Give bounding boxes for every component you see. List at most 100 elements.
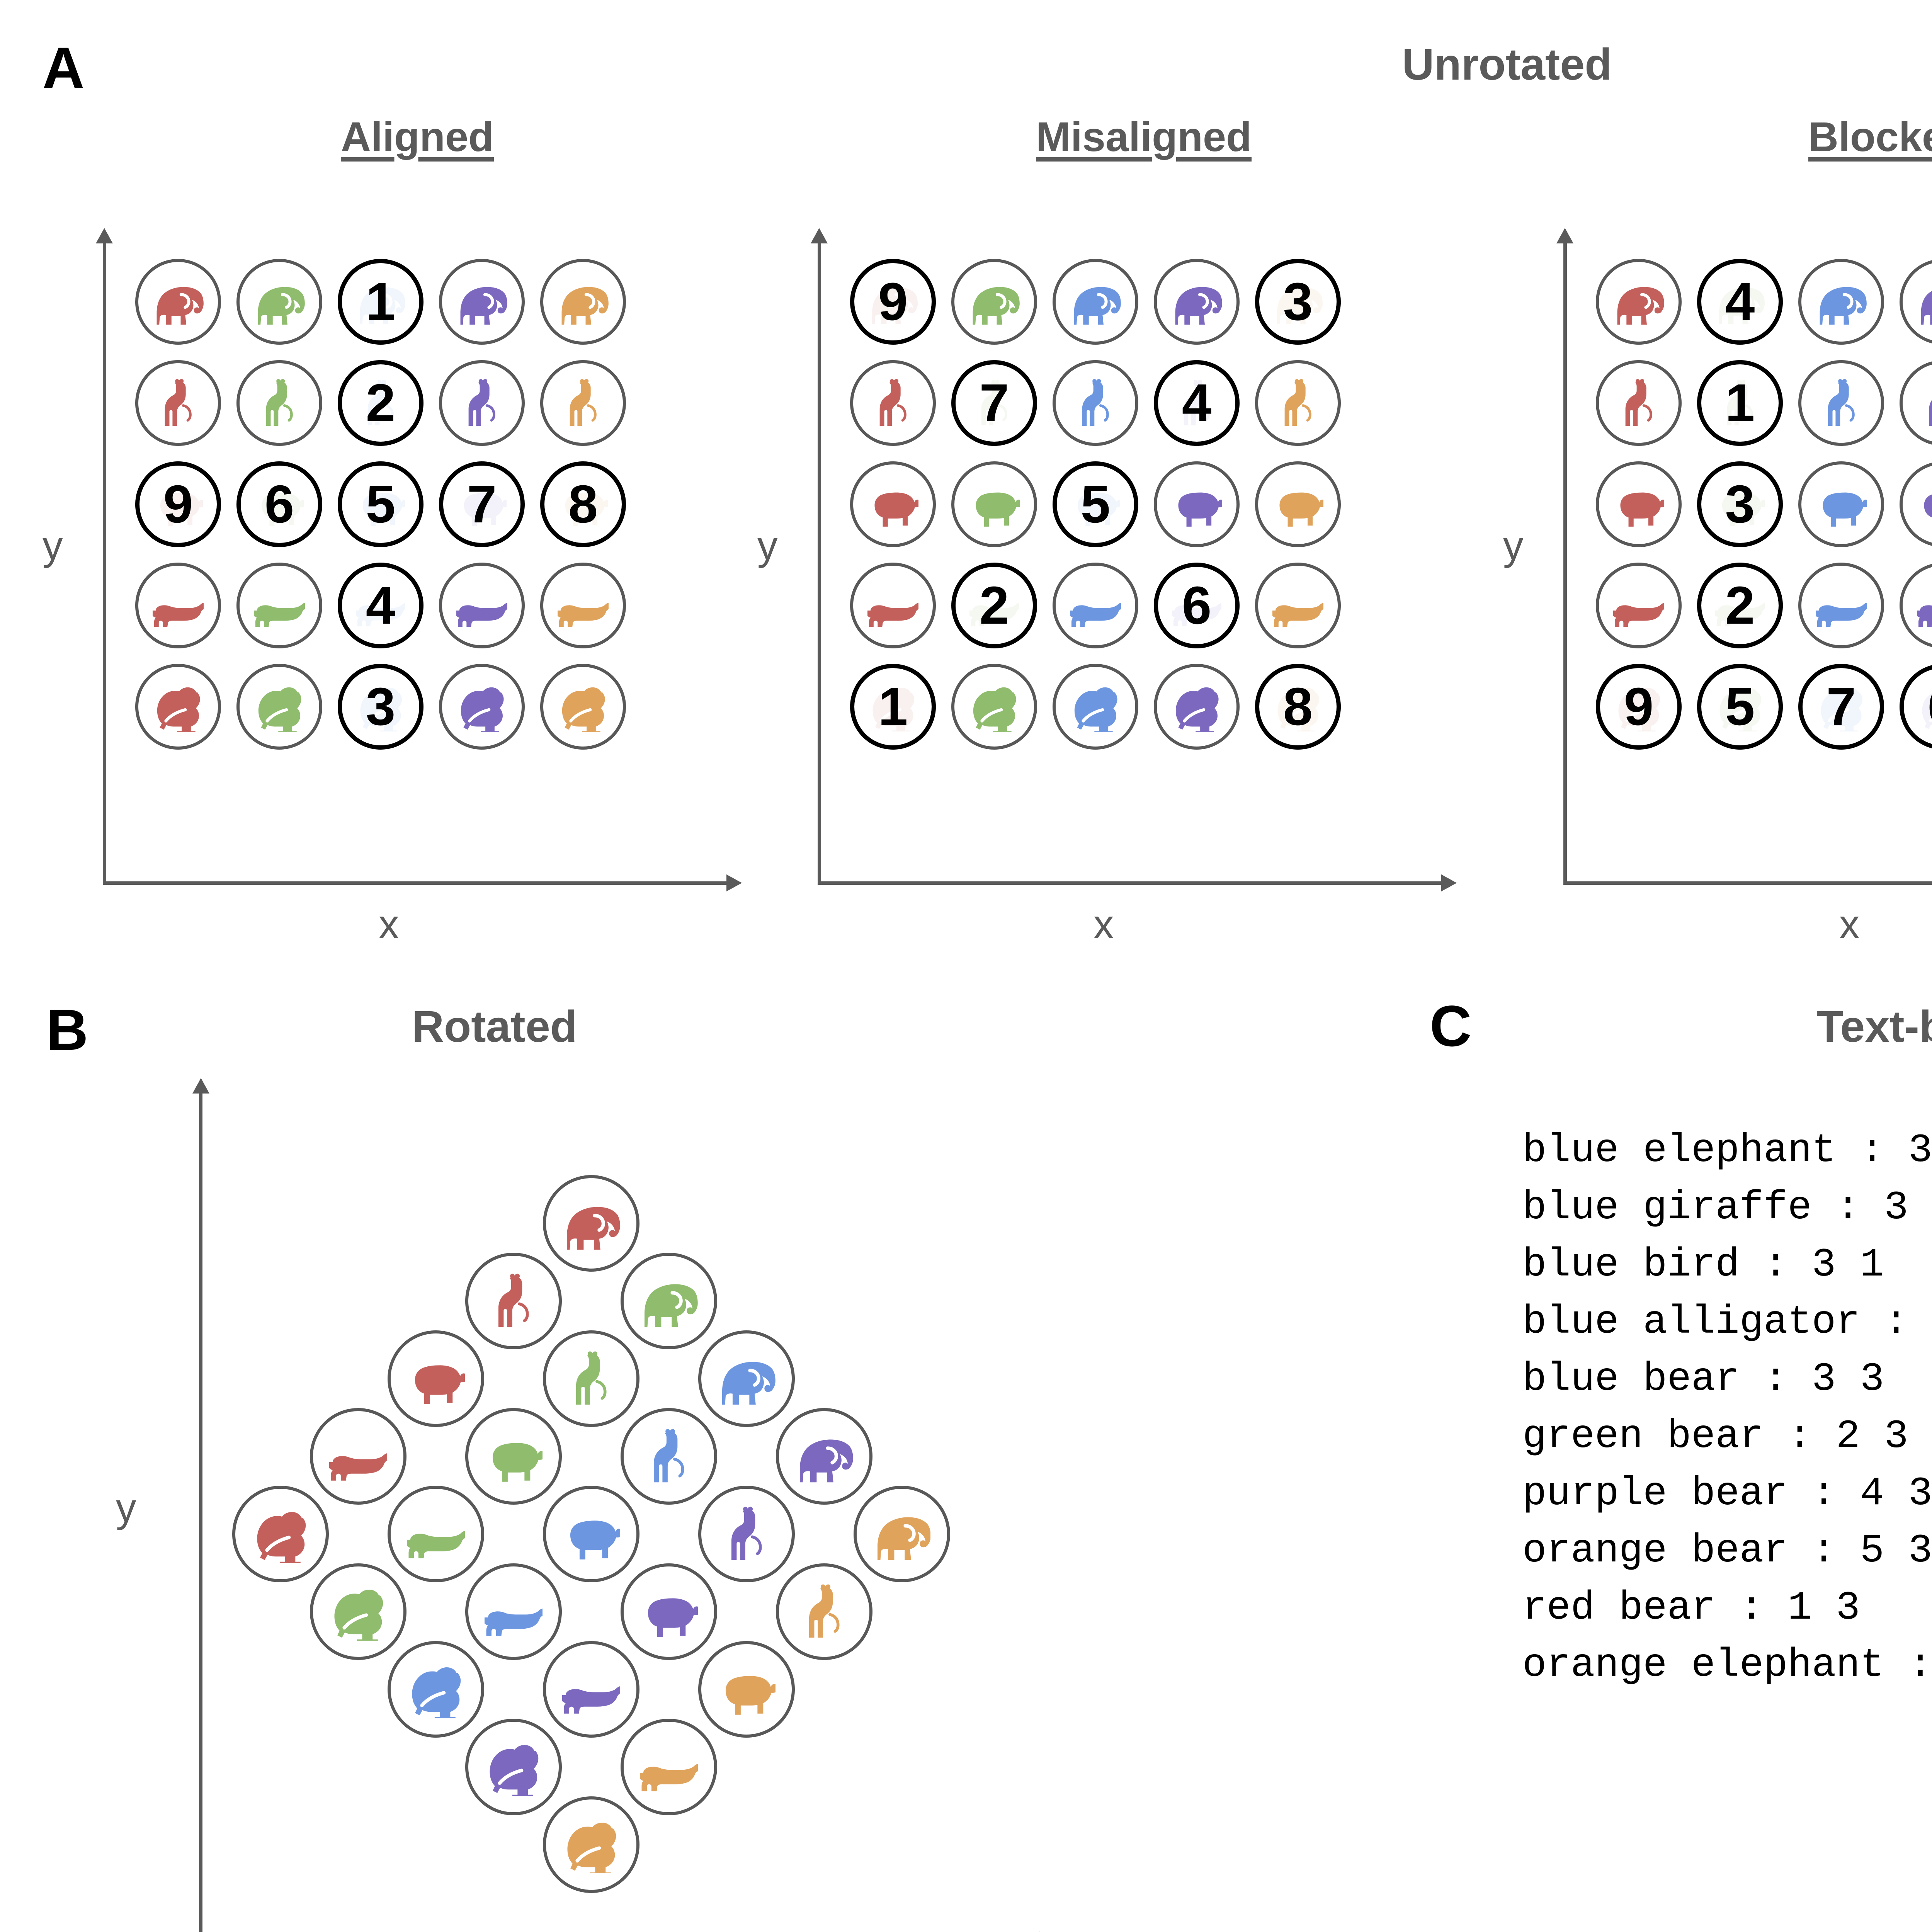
- number-token-7[interactable]: 7: [1798, 664, 1884, 750]
- number-token-2[interactable]: 2: [338, 360, 423, 446]
- rotated-animal-token-blue-giraffe[interactable]: [620, 1408, 717, 1505]
- panel-letter-a: A: [43, 35, 85, 100]
- rotated-animal-token-red-alligator[interactable]: [310, 1408, 407, 1505]
- number-token-9[interactable]: 9: [850, 259, 936, 345]
- number-token-4[interactable]: 4: [338, 563, 423, 648]
- y-axis-arrowhead: [192, 1078, 209, 1094]
- animal-token-orange-giraffe[interactable]: [1255, 360, 1341, 446]
- animal-token-green-bear[interactable]: [951, 461, 1037, 547]
- animal-token-purple-giraffe[interactable]: [439, 360, 525, 446]
- number-token-3[interactable]: 3: [1697, 461, 1783, 547]
- animal-token-red-alligator[interactable]: [1596, 563, 1682, 648]
- number-token-6[interactable]: 6: [1154, 563, 1240, 648]
- rotated-animal-token-purple-elephant[interactable]: [776, 1408, 872, 1505]
- number-token-5[interactable]: 5: [338, 461, 423, 547]
- number-token-3[interactable]: 3: [338, 664, 423, 750]
- animal-token-orange-giraffe[interactable]: [540, 360, 626, 446]
- animal-token-red-giraffe[interactable]: [850, 360, 936, 446]
- animal-token-red-alligator[interactable]: [850, 563, 936, 648]
- rotated-animal-token-purple-bear[interactable]: [620, 1563, 717, 1660]
- rotated-animal-token-blue-alligator[interactable]: [465, 1563, 562, 1660]
- animal-token-blue-elephant[interactable]: [1053, 259, 1138, 345]
- number-token-2[interactable]: 2: [1697, 563, 1783, 648]
- animal-token-purple-elephant[interactable]: [1154, 259, 1240, 345]
- rotated-animal-token-orange-alligator[interactable]: [620, 1718, 717, 1815]
- number-token-9[interactable]: 9: [135, 461, 221, 547]
- animal-token-red-alligator[interactable]: [135, 563, 221, 648]
- rotated-animal-token-orange-bear[interactable]: [698, 1641, 795, 1738]
- animal-token-red-bear[interactable]: [850, 461, 936, 547]
- animal-token-green-giraffe[interactable]: [236, 360, 322, 446]
- animal-token-red-bear[interactable]: [1596, 461, 1682, 547]
- rotated-animal-token-orange-giraffe[interactable]: [776, 1563, 872, 1660]
- rotated-animal-token-red-giraffe[interactable]: [465, 1253, 562, 1350]
- rotated-animal-token-green-bird[interactable]: [310, 1563, 407, 1660]
- rotated-animal-token-red-bear[interactable]: [388, 1330, 485, 1427]
- animal-token-red-elephant[interactable]: [135, 259, 221, 345]
- animal-token-purple-elephant[interactable]: [439, 259, 525, 345]
- animal-token-red-elephant[interactable]: [1596, 259, 1682, 345]
- rotated-animal-token-green-elephant[interactable]: [620, 1253, 717, 1350]
- animal-token-orange-bird[interactable]: [540, 664, 626, 750]
- animal-token-blue-giraffe[interactable]: [1798, 360, 1884, 446]
- condition-title-aligned: Aligned: [341, 113, 494, 160]
- number-token-3[interactable]: 3: [1255, 259, 1341, 345]
- animal-token-blue-bird[interactable]: [1053, 664, 1138, 750]
- animal-token-red-giraffe[interactable]: [135, 360, 221, 446]
- number-token-5[interactable]: 5: [1697, 664, 1783, 750]
- number-token-5[interactable]: 5: [1053, 461, 1138, 547]
- animal-token-green-bird[interactable]: [951, 664, 1037, 750]
- animal-token-blue-alligator[interactable]: [1053, 563, 1138, 648]
- animal-token-green-alligator[interactable]: [236, 563, 322, 648]
- number-token-1[interactable]: 1: [338, 259, 423, 345]
- y-axis-arrowhead: [1556, 228, 1573, 243]
- rotated-animal-token-green-alligator[interactable]: [388, 1486, 485, 1582]
- rotated-animal-token-orange-bird[interactable]: [543, 1796, 639, 1893]
- number-token-2[interactable]: 2: [951, 563, 1037, 648]
- animal-token-purple-bear[interactable]: [1154, 461, 1240, 547]
- number-token-8[interactable]: 8: [540, 461, 626, 547]
- rotated-animal-token-purple-giraffe[interactable]: [698, 1486, 795, 1582]
- x-axis-line: [1563, 881, 1932, 885]
- number-token-4[interactable]: 4: [1154, 360, 1240, 446]
- number-token-4[interactable]: 4: [1697, 259, 1783, 345]
- rotated-animal-token-purple-bird[interactable]: [465, 1718, 562, 1815]
- rotated-animal-token-red-elephant[interactable]: [543, 1175, 639, 1272]
- number-token-6[interactable]: 6: [236, 461, 322, 547]
- rotated-animal-token-orange-elephant[interactable]: [853, 1486, 950, 1582]
- animal-token-blue-elephant[interactable]: [1798, 259, 1884, 345]
- rotated-animal-token-purple-alligator[interactable]: [543, 1641, 639, 1738]
- animal-token-red-bird[interactable]: [135, 664, 221, 750]
- number-token-1[interactable]: 1: [850, 664, 936, 750]
- animal-token-blue-alligator[interactable]: [1798, 563, 1884, 648]
- rotated-animal-token-green-bear[interactable]: [465, 1408, 562, 1505]
- number-token-7[interactable]: 7: [439, 461, 525, 547]
- rotated-animal-token-green-giraffe[interactable]: [543, 1330, 639, 1427]
- axes-blocked: [1549, 228, 1932, 885]
- animal-token-purple-alligator[interactable]: [439, 563, 525, 648]
- study-example-line: blue bird : 3 1: [1522, 1242, 1884, 1288]
- number-token-8[interactable]: 8: [1255, 664, 1341, 750]
- animal-token-blue-bear[interactable]: [1798, 461, 1884, 547]
- animal-token-green-bird[interactable]: [236, 664, 322, 750]
- number-token-7[interactable]: 7: [951, 360, 1037, 446]
- number-token-9[interactable]: 9: [1596, 664, 1682, 750]
- animal-token-purple-bird[interactable]: [439, 664, 525, 750]
- animal-token-green-elephant[interactable]: [236, 259, 322, 345]
- rotated-animal-token-blue-bear[interactable]: [543, 1486, 639, 1582]
- animal-token-green-elephant[interactable]: [951, 259, 1037, 345]
- rotated-animal-token-red-bird[interactable]: [232, 1486, 329, 1582]
- rotated-animal-token-blue-elephant[interactable]: [698, 1330, 795, 1427]
- axes-misaligned: [804, 228, 1484, 891]
- rotated-animal-token-blue-bird[interactable]: [388, 1641, 485, 1738]
- animal-token-blue-giraffe[interactable]: [1053, 360, 1138, 446]
- panel-letter-c: C: [1430, 993, 1472, 1058]
- animal-token-red-giraffe[interactable]: [1596, 360, 1682, 446]
- animal-token-orange-alligator[interactable]: [1255, 563, 1341, 648]
- animal-token-orange-alligator[interactable]: [540, 563, 626, 648]
- number-token-1[interactable]: 1: [1697, 360, 1783, 446]
- animal-token-orange-elephant[interactable]: [540, 259, 626, 345]
- animal-token-purple-bird[interactable]: [1154, 664, 1240, 750]
- animal-token-orange-bear[interactable]: [1255, 461, 1341, 547]
- panel-b-title: Rotated: [412, 1002, 578, 1051]
